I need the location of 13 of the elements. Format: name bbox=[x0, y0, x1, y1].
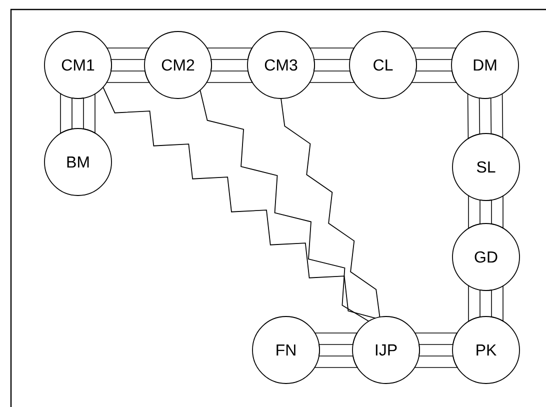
zigzag-link bbox=[102, 86, 376, 319]
multi-line-link bbox=[106, 48, 150, 83]
zigzag-link bbox=[200, 90, 370, 322]
multi-line-link bbox=[467, 93, 504, 140]
multi-line-link bbox=[206, 48, 253, 83]
multi-line-link bbox=[468, 285, 504, 322]
multi-line-link bbox=[60, 93, 96, 134]
multi-line-link bbox=[468, 195, 504, 229]
multi-line-link bbox=[309, 48, 355, 83]
multi-line-link bbox=[411, 48, 457, 83]
multi-line-link bbox=[314, 332, 358, 368]
multi-line-link bbox=[414, 332, 458, 368]
zigzag-link bbox=[280, 98, 380, 318]
